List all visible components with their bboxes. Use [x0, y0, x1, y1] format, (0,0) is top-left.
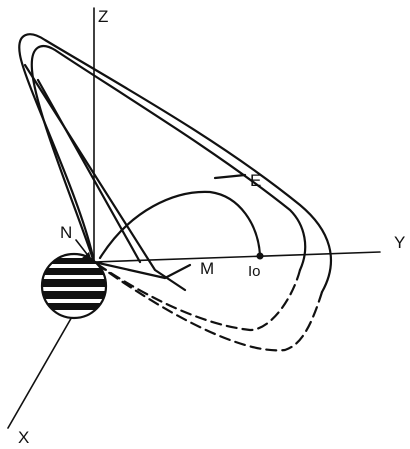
io-point	[256, 252, 264, 260]
y-axis-label: Y	[394, 233, 405, 252]
y-axis-line	[93, 251, 381, 263]
outer-shell-solid	[18, 33, 333, 294]
field-line-inner-lower	[36, 78, 142, 264]
inner-shell-dashed	[92, 260, 302, 332]
inner-shell-solid	[30, 45, 307, 272]
x-axis-line	[7, 314, 74, 429]
planet-band-1	[42, 258, 106, 264]
io-flux-arc	[98, 190, 262, 260]
north-arrow-head	[82, 252, 92, 262]
z-axis-label: Z	[98, 7, 108, 26]
e-segment	[213, 173, 247, 180]
planet	[40, 252, 108, 320]
planet-band-4	[42, 291, 106, 299]
inner-shell	[30, 45, 307, 332]
io-label: Io	[248, 263, 261, 280]
planet-outline	[40, 252, 108, 320]
point-e-label: E	[250, 171, 261, 190]
m-segment	[163, 263, 192, 280]
north-pole-arrow	[75, 239, 92, 262]
field-lines	[23, 63, 247, 292]
planet-band-5	[42, 303, 106, 310]
planet-band-3	[42, 279, 106, 287]
planet-band-2	[42, 268, 106, 275]
x-axis-label: X	[18, 428, 29, 447]
point-m-label: M	[200, 259, 214, 278]
outer-shell-dashed	[92, 260, 324, 352]
field-line-to-m	[92, 260, 167, 280]
axes	[7, 7, 381, 429]
north-pole-label: N	[60, 223, 72, 242]
